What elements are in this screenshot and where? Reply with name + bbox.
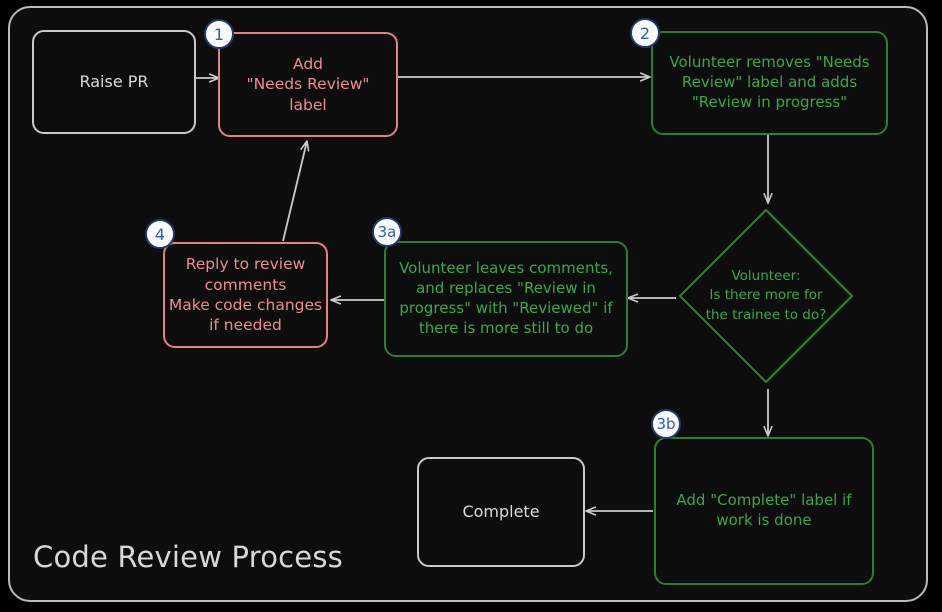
node-add-needs-review-label-text: Add "Needs Review" label — [246, 54, 370, 114]
node-reply-to-review-label: Reply to review comments Make code chang… — [168, 255, 323, 335]
node-raise-pr-label: Raise PR — [79, 72, 149, 92]
step-badge-4-text: 4 — [154, 224, 166, 244]
node-volunteer-removes-label-text: Volunteer removes "Needs Review" label a… — [669, 53, 870, 111]
step-badge-4: 4 — [145, 219, 175, 249]
step-badge-3b-text: 3b — [656, 415, 676, 433]
node-complete-label: Complete — [462, 502, 540, 522]
step-badge-1-text: 1 — [213, 24, 225, 44]
node-decision-more-work-label: Volunteer: Is there more for the trainee… — [705, 267, 827, 323]
node-volunteer-removes-label[interactable]: Volunteer removes "Needs Review" label a… — [651, 31, 888, 135]
step-badge-2: 2 — [630, 18, 660, 48]
step-badge-3b: 3b — [651, 409, 681, 439]
diamond-shape-icon — [678, 208, 854, 384]
diagram-title: Code Review Process — [33, 540, 343, 574]
node-add-needs-review-label[interactable]: Add "Needs Review" label — [218, 32, 398, 137]
step-badge-3a: 3a — [372, 217, 402, 247]
node-reply-to-review[interactable]: Reply to review comments Make code chang… — [163, 242, 328, 348]
step-badge-3a-text: 3a — [377, 223, 397, 241]
step-badge-2-text: 2 — [639, 23, 651, 43]
node-add-complete-label[interactable]: Add "Complete" label if work is done — [654, 437, 874, 585]
node-volunteer-leaves-comments[interactable]: Volunteer leaves comments, and replaces … — [384, 241, 628, 357]
node-decision-more-work[interactable]: Volunteer: Is there more for the trainee… — [676, 206, 856, 386]
node-add-complete-label-text: Add "Complete" label if work is done — [676, 491, 852, 529]
node-raise-pr[interactable]: Raise PR — [32, 30, 196, 134]
node-volunteer-leaves-comments-label: Volunteer leaves comments, and replaces … — [399, 259, 613, 337]
node-complete[interactable]: Complete — [417, 457, 585, 567]
step-badge-1: 1 — [204, 19, 234, 49]
